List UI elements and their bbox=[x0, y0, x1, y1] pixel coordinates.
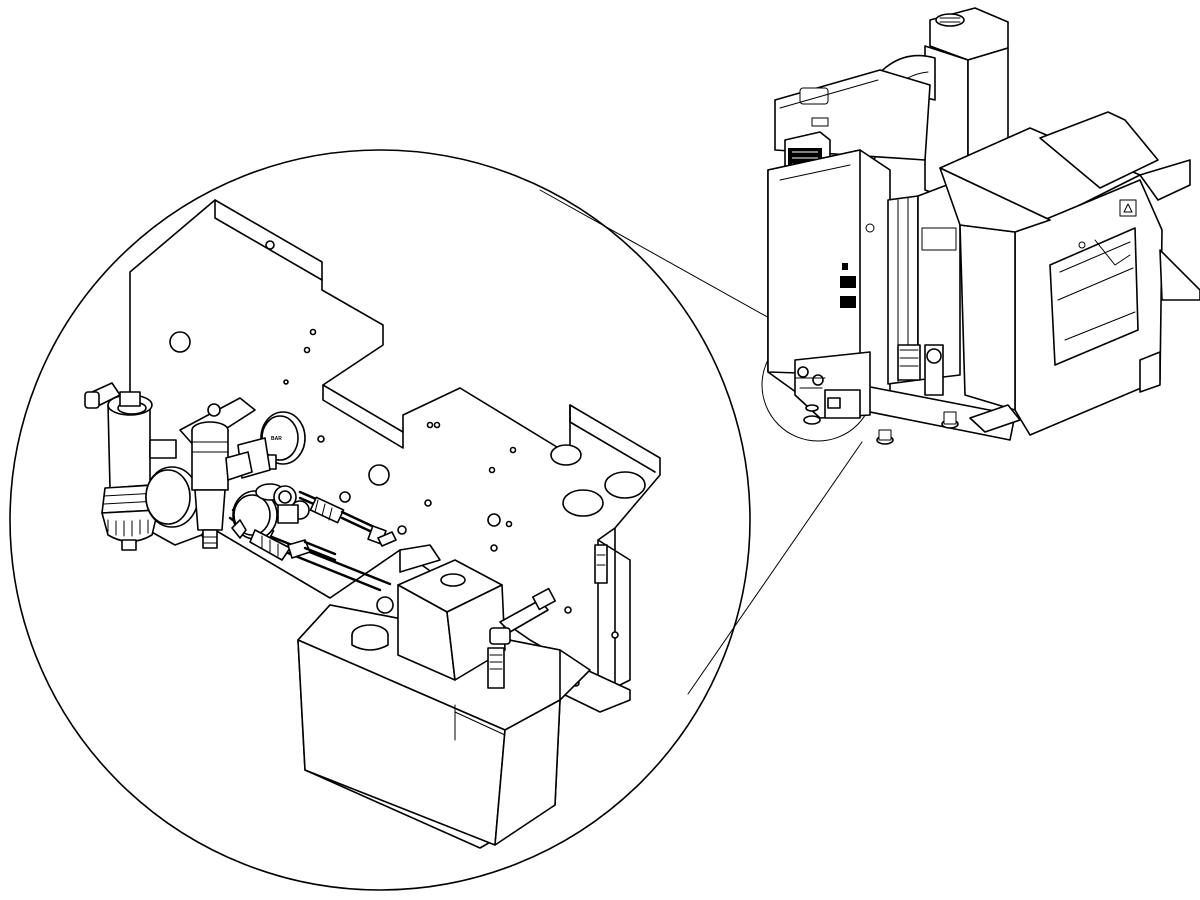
callout-leader-lines bbox=[539, 189, 863, 695]
air-regulator-on-machine bbox=[897, 344, 944, 396]
hose-fittings bbox=[487, 544, 608, 689]
air-filter-regulator bbox=[84, 382, 199, 551]
machine-base bbox=[803, 384, 1021, 445]
gauge-label: BAR bbox=[271, 436, 282, 442]
air-tube bbox=[287, 490, 407, 562]
machine-enclosure bbox=[921, 111, 1200, 436]
magnified-detail-circle bbox=[9, 149, 751, 891]
mini-assembly bbox=[794, 351, 871, 419]
magnified-assembly: BAR bbox=[84, 199, 661, 849]
machine-overview bbox=[767, 7, 1200, 445]
plate-holes bbox=[169, 240, 646, 687]
oil-tank bbox=[297, 604, 591, 849]
left-cabinet bbox=[767, 149, 891, 396]
pressure-regulator: BAR bbox=[179, 397, 310, 561]
